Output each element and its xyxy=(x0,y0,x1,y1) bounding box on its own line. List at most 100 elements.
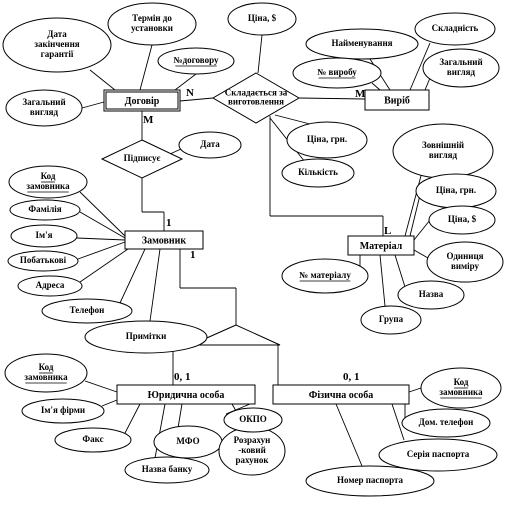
connector-line xyxy=(81,101,105,109)
connector-line xyxy=(404,171,423,237)
attribute-label: замовника xyxy=(439,387,483,397)
attribute-label: Одиниця xyxy=(446,251,483,261)
attribute-label: Факс xyxy=(82,434,103,444)
attribute-label: Загальний xyxy=(22,97,65,107)
entity-box xyxy=(364,89,430,111)
attribute-ellipse xyxy=(84,320,208,354)
attribute-label: Дата xyxy=(47,29,67,39)
attribute-label: -ковий xyxy=(238,445,266,455)
attribute-ellipse xyxy=(157,47,235,75)
entity-box xyxy=(116,384,256,405)
attribute-ellipse xyxy=(360,305,422,335)
attribute-label: Ціна, грн. xyxy=(307,134,347,144)
attribute-label: Дом. телефон xyxy=(419,417,474,427)
attribute-ellipse xyxy=(41,298,133,324)
attribute-ellipse xyxy=(54,427,132,453)
connector-line xyxy=(149,248,161,322)
connector-line xyxy=(379,254,386,307)
attribute-ellipse xyxy=(227,2,297,36)
connector-line xyxy=(77,241,126,260)
attribute-label: Фамілія xyxy=(28,204,61,214)
connector-line xyxy=(409,194,421,237)
attribute-ellipse xyxy=(10,224,78,248)
attribute-label: установки xyxy=(131,23,173,33)
attribute-label: Зовнішній xyxy=(422,140,464,150)
connector-line xyxy=(179,97,214,102)
connector-line xyxy=(335,403,363,467)
attribute-label: Кількість xyxy=(298,167,338,177)
connector-line xyxy=(124,403,141,434)
attribute-ellipse xyxy=(7,250,79,272)
attribute-ellipse xyxy=(223,407,283,433)
attribute-label: вигляд xyxy=(447,67,476,77)
attribute-ellipse xyxy=(5,89,83,127)
attribute-ellipse xyxy=(286,121,368,159)
attribute-label: гарантії xyxy=(41,49,74,59)
cardinality-label: L xyxy=(384,225,391,237)
attribute-label: Код xyxy=(41,171,56,181)
attribute-label: Назва банку xyxy=(142,464,193,474)
entity-box xyxy=(347,235,415,256)
attribute-label: Телефон xyxy=(70,305,105,315)
entity-label: Виріб xyxy=(384,95,410,106)
attribute-label: МФО xyxy=(176,436,199,446)
attribute-label: вигляд xyxy=(30,107,59,117)
entity-box xyxy=(272,384,410,405)
attribute-label: вигляд xyxy=(429,150,458,160)
attribute-label: Ім'я xyxy=(35,230,52,240)
attribute-label: Ціна, $ xyxy=(448,214,477,224)
cardinality-label: 0, 1 xyxy=(343,371,360,383)
connector-line xyxy=(413,219,431,241)
connector-line xyxy=(119,248,146,304)
attribute-label: Примітки xyxy=(126,331,167,341)
connector-line xyxy=(79,211,126,239)
attribute-label: Номер паспорта xyxy=(337,475,403,485)
relationship-label: Складається за xyxy=(225,88,288,98)
attribute-ellipse xyxy=(305,28,419,60)
connector-line xyxy=(391,403,405,441)
connector-line xyxy=(139,44,153,91)
attribute-label: Дата xyxy=(200,139,220,149)
attribute-ellipse xyxy=(21,398,105,424)
connector-line xyxy=(174,73,197,91)
relationship-diamond xyxy=(212,72,300,124)
relationship-label: Підписує xyxy=(124,153,161,163)
connector-line xyxy=(169,148,182,155)
connector-line xyxy=(408,387,422,393)
attribute-ellipse xyxy=(281,258,369,294)
attribute-ellipse xyxy=(401,408,491,438)
attribute-label: Група xyxy=(379,314,404,324)
attribute-label: виміру xyxy=(451,261,480,271)
attribute-ellipse xyxy=(17,275,83,297)
connector-line xyxy=(394,254,406,288)
entity-label: Замовник xyxy=(142,235,187,246)
connector-line xyxy=(409,42,431,91)
relationship-label: виготовлення xyxy=(228,97,284,107)
entity-box-inner xyxy=(105,91,179,110)
connector-line xyxy=(371,82,381,91)
attribute-label: Ціна, $ xyxy=(248,13,277,23)
attribute-ellipse xyxy=(2,17,112,73)
attribute-ellipse xyxy=(292,57,382,89)
attribute-label: Код xyxy=(454,377,469,387)
attribute-label: Складність xyxy=(432,23,479,33)
attribute-label: замовника xyxy=(26,181,70,191)
attribute-label: Побатькові xyxy=(20,255,67,265)
entity-label: Юридична особа xyxy=(148,390,225,401)
connector-line xyxy=(298,97,366,100)
attribute-label: Серія паспорта xyxy=(407,449,470,459)
attribute-label: Загальний xyxy=(439,57,482,67)
attribute-ellipse xyxy=(426,241,504,283)
relationship-diamond xyxy=(100,139,184,179)
attribute-label: №договору xyxy=(174,55,219,65)
connector-line xyxy=(424,77,431,91)
entity-box xyxy=(103,89,181,112)
attribute-label: Назва xyxy=(419,289,444,299)
attribute-label: № матеріалу xyxy=(299,270,351,280)
connector-line xyxy=(257,34,263,74)
entity-label: Договір xyxy=(125,96,160,107)
attribute-label: Код xyxy=(39,362,54,372)
attribute-ellipse xyxy=(281,158,355,188)
cardinality-label: 0, 1 xyxy=(174,371,191,383)
